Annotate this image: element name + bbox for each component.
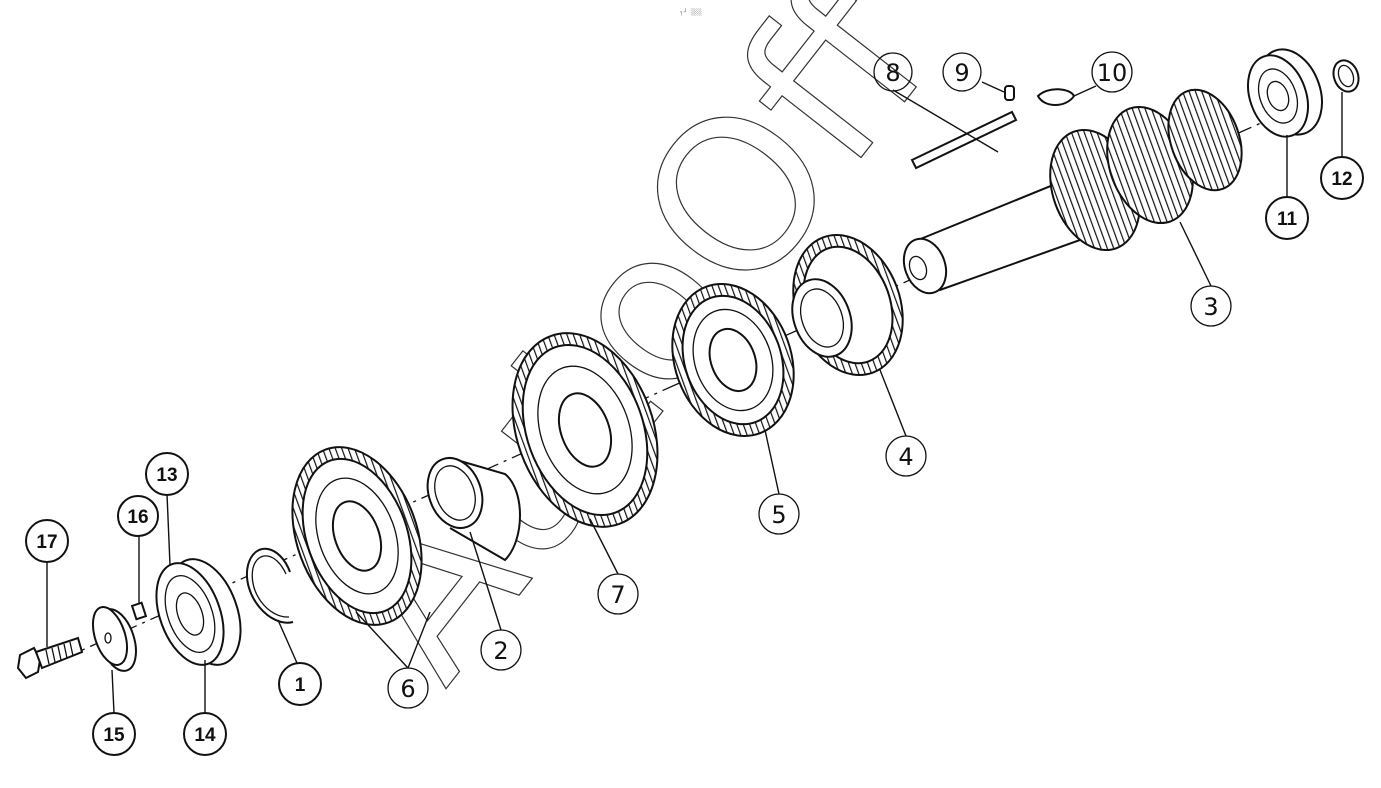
callout-1: 1 xyxy=(278,662,322,706)
callout-16-label: 16 xyxy=(127,507,148,528)
bolt xyxy=(16,636,84,680)
gear-7 xyxy=(511,332,659,528)
callout-16: 16 xyxy=(117,495,159,537)
callout-7-label: 7 xyxy=(610,581,625,609)
callout-15-label: 15 xyxy=(103,725,125,746)
callout-6-label: 6 xyxy=(400,675,415,703)
snap-ring xyxy=(245,547,294,624)
callout-10-label: 10 xyxy=(1097,59,1128,87)
callout-5: 5 xyxy=(758,493,800,535)
callout-12-label: 12 xyxy=(1331,169,1352,190)
callout-5-label: 5 xyxy=(771,501,786,529)
callout-17-label: 17 xyxy=(36,532,57,553)
callout-3: 3 xyxy=(1190,285,1232,327)
callout-10: 10 xyxy=(1091,51,1133,93)
callout-3-label: 3 xyxy=(1203,293,1218,321)
callout-2-label: 2 xyxy=(493,637,508,665)
sleeve xyxy=(426,457,521,562)
callout-8: 8 xyxy=(873,52,913,92)
bearing-left xyxy=(155,558,242,666)
callout-6: 6 xyxy=(387,667,429,709)
callout-7: 7 xyxy=(597,573,639,615)
callout-8-label: 8 xyxy=(885,59,900,87)
callout-12: 12 xyxy=(1320,156,1364,200)
washer xyxy=(91,606,137,672)
pin xyxy=(130,601,148,621)
top-mark: ┐┘ ░░░ xyxy=(679,8,702,16)
callout-9: 9 xyxy=(942,52,982,92)
gear-6 xyxy=(291,446,423,626)
woodruff-key xyxy=(1036,88,1076,106)
callout-9-label: 9 xyxy=(954,59,969,87)
small-key xyxy=(1004,85,1015,101)
gear-4 xyxy=(791,234,904,376)
main-shaft xyxy=(902,88,1243,295)
callout-15: 15 xyxy=(92,712,136,756)
callout-14: 14 xyxy=(183,712,227,756)
callout-11-label: 11 xyxy=(1277,209,1298,230)
bearing-right xyxy=(1247,48,1323,138)
callout-14-label: 14 xyxy=(194,725,216,746)
callout-13-label: 13 xyxy=(156,465,177,486)
callout-17: 17 xyxy=(25,519,69,563)
callout-1-label: 1 xyxy=(295,675,306,696)
gear-5 xyxy=(671,283,795,437)
key-bar xyxy=(910,110,1018,170)
callout-13: 13 xyxy=(145,452,189,496)
callout-2: 2 xyxy=(480,629,522,671)
callout-11: 11 xyxy=(1265,196,1309,240)
callout-4-label: 4 xyxy=(898,443,913,471)
ring-right xyxy=(1332,59,1360,93)
leader-lines xyxy=(46,81,1343,714)
callout-4: 4 xyxy=(885,435,927,477)
